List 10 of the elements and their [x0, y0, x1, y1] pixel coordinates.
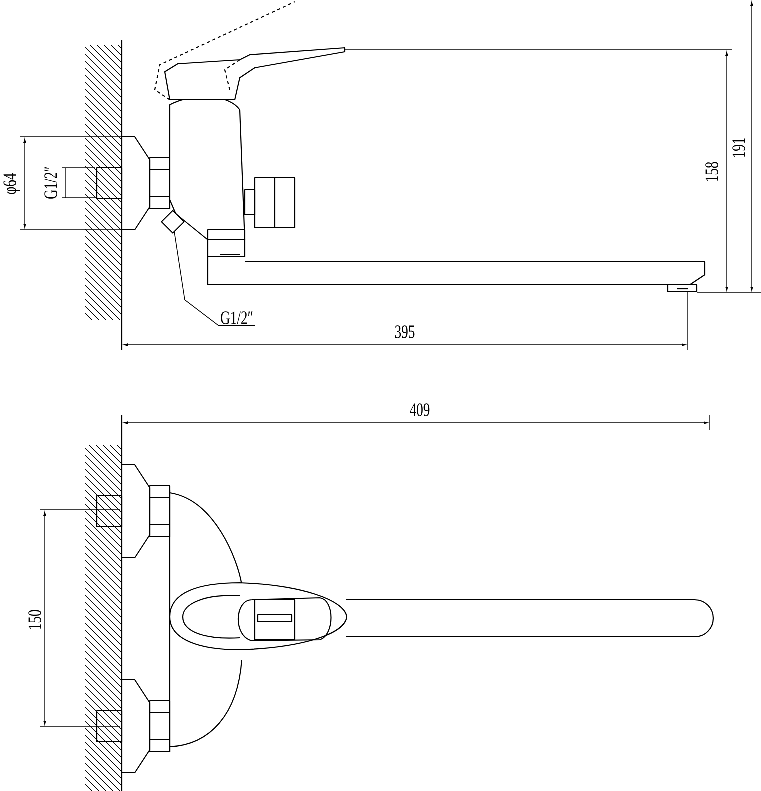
dimension-label: G1/2″ [218, 312, 256, 326]
dimension-label: 409 [410, 404, 430, 416]
dimension-label: G1/2″ [44, 167, 58, 199]
dimension-label: 395 [395, 326, 415, 338]
dimension-label: φ64 [4, 173, 20, 194]
leader-line [174, 232, 220, 326]
dimension-label: 191 [732, 138, 746, 158]
dimension-label: 150 [28, 610, 42, 630]
dimension-label: 158 [706, 162, 718, 182]
hose-connector [161, 210, 185, 234]
